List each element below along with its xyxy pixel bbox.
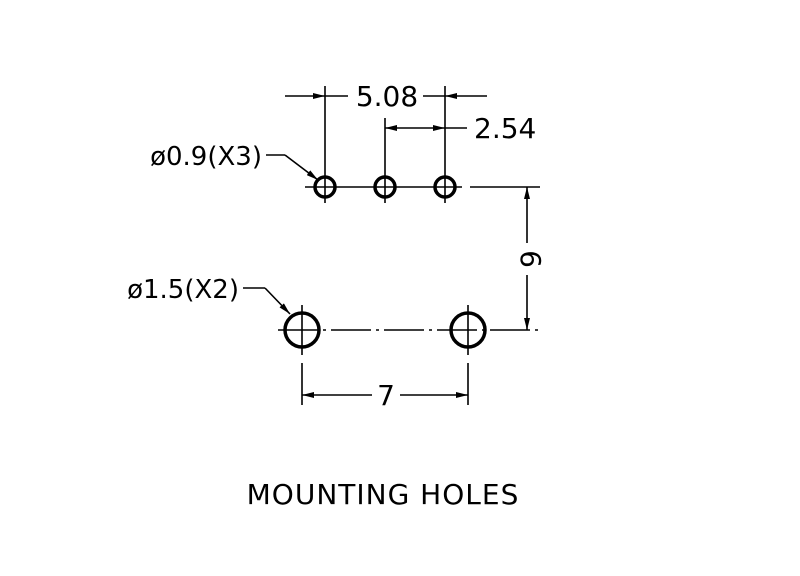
leader-large-holes [243,287,291,315]
callout-small-holes: ø0.9(X3) [150,142,262,172]
dimension-label-5.08: 5.08 [356,80,418,113]
large-holes [278,305,540,405]
leader-small-holes [266,154,319,181]
dimension-label-6: 6 [514,250,547,268]
callout-large-holes: ø1.5(X2) [127,275,239,305]
dimension-label-7: 7 [377,379,395,412]
drawing-title: MOUNTING HOLES [247,478,520,511]
dimension-label-2.54: 2.54 [474,112,536,145]
small-holes [305,86,540,203]
